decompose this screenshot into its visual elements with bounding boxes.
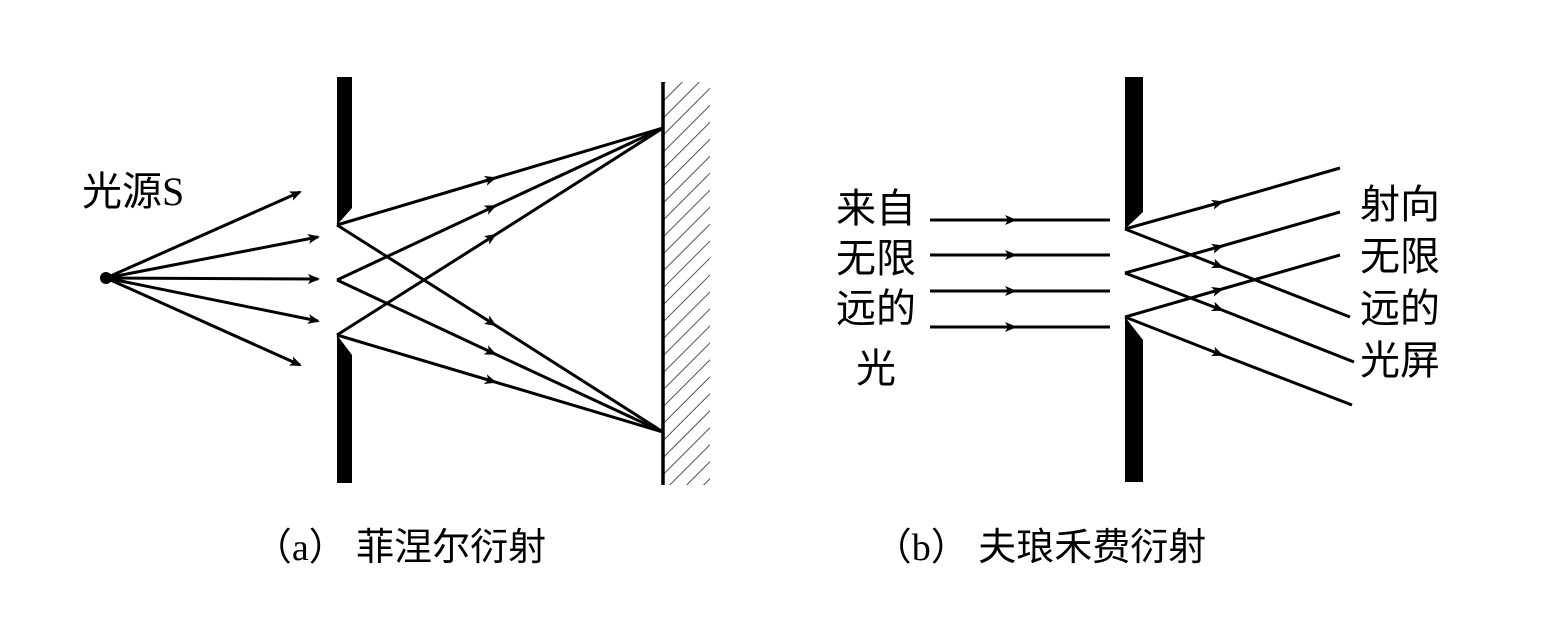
slit-barrier-bottom bbox=[337, 335, 352, 483]
outgoing-ray bbox=[1124, 210, 1341, 275]
diffracted-ray bbox=[336, 126, 664, 282]
source-ray bbox=[105, 273, 320, 284]
outgoing-ray bbox=[1124, 253, 1341, 319]
slit-barrier-bottom bbox=[1125, 317, 1143, 482]
source-ray bbox=[105, 276, 320, 324]
incoming-label-line: 远的 bbox=[836, 286, 916, 331]
light-source-label: 光源S bbox=[82, 169, 184, 214]
diffracted-ray bbox=[336, 126, 664, 227]
screen-hatching bbox=[664, 82, 710, 485]
outgoing-label-line: 射向 bbox=[1360, 182, 1440, 227]
diffracted-ray bbox=[336, 223, 664, 434]
source-ray bbox=[105, 276, 302, 367]
outgoing-ray bbox=[1124, 315, 1353, 407]
outgoing-rays bbox=[1124, 166, 1355, 407]
outgoing-ray bbox=[1124, 271, 1355, 364]
incoming-label-line: 无限 bbox=[836, 236, 916, 281]
outgoing-label: 射向 无限 远的 光屏 bbox=[1360, 182, 1440, 383]
source-ray bbox=[105, 190, 302, 280]
caption-b: （b） 夫琅禾费衍射 bbox=[874, 527, 1207, 569]
caption-a: （a） 菲涅尔衍射 bbox=[254, 527, 546, 569]
incoming-label-line: 来自 bbox=[836, 186, 916, 231]
diffracted-ray bbox=[336, 333, 664, 434]
source-rays bbox=[105, 190, 320, 367]
incoming-label: 来自 无限 远的 光 bbox=[836, 186, 916, 391]
diffracted-ray bbox=[336, 278, 664, 434]
incoming-parallel-rays bbox=[930, 215, 1110, 332]
incoming-label-line: 光 bbox=[856, 346, 896, 391]
source-ray bbox=[105, 233, 320, 280]
panel-b-fraunhofer: 来自 无限 远的 光 射向 无限 远的 光屏 （b） 夫琅禾费衍射 bbox=[836, 77, 1440, 569]
outgoing-label-line: 远的 bbox=[1360, 286, 1440, 331]
diffracted-rays bbox=[336, 126, 664, 434]
panel-a-fresnel: 光源S （a） 菲涅尔衍射 bbox=[82, 77, 710, 569]
slit-barrier-top bbox=[337, 77, 352, 225]
diffracted-ray bbox=[336, 126, 664, 337]
outgoing-ray bbox=[1124, 227, 1351, 319]
outgoing-label-line: 无限 bbox=[1360, 234, 1440, 279]
slit-barrier-top bbox=[1125, 77, 1143, 229]
outgoing-label-line: 光屏 bbox=[1360, 338, 1440, 383]
outgoing-ray bbox=[1124, 166, 1341, 231]
